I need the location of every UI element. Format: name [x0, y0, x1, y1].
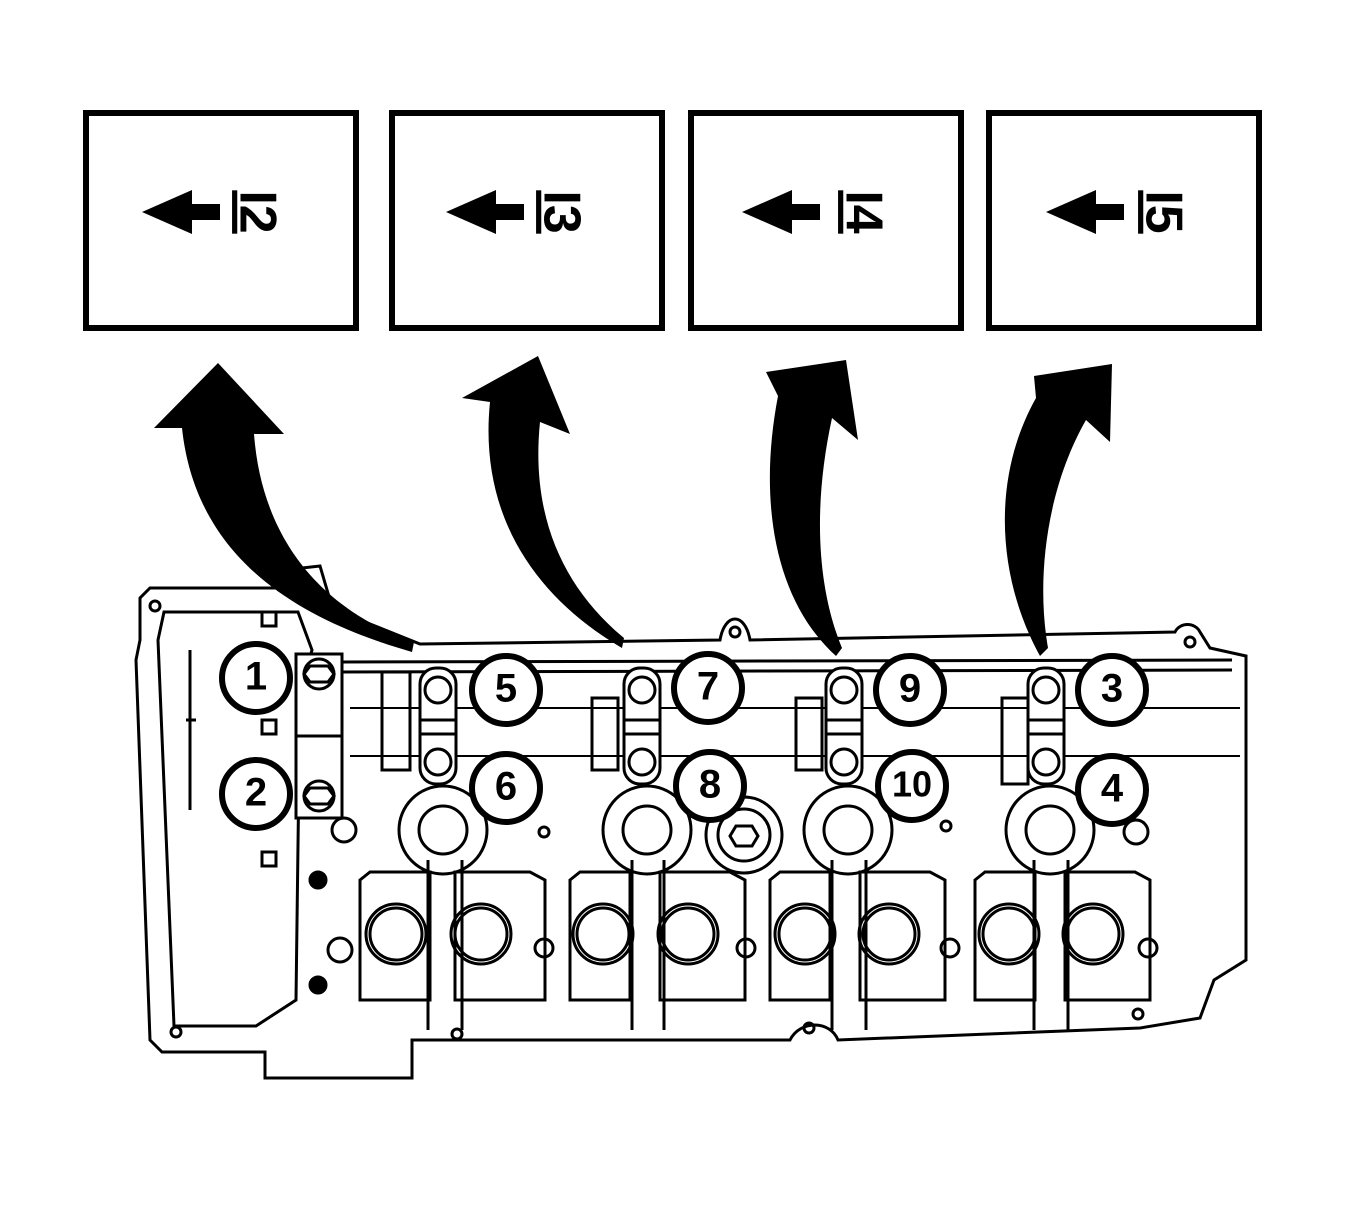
curved-up-arrow-icon — [1004, 364, 1112, 656]
curved-up-arrow-icon — [154, 363, 414, 652]
cap-label-i2: I2 — [228, 190, 286, 233]
cap-box-i5: I5 — [986, 110, 1262, 331]
svg-text:1: 1 — [245, 655, 267, 699]
bolt-callout-2: 2 — [219, 757, 293, 831]
svg-text:3: 3 — [1101, 667, 1123, 711]
bolt-callout-10: 10 — [875, 749, 949, 823]
cap-label-i4: I4 — [834, 190, 892, 233]
bearing-cap-front — [294, 652, 344, 820]
bolt-callout-1: 1 — [219, 641, 293, 715]
bolt-callout-5: 5 — [469, 653, 543, 727]
bolt-callout-3: 3 — [1075, 653, 1149, 727]
curved-up-arrow-icon — [462, 356, 624, 648]
cap-bolt — [829, 675, 859, 705]
bearing-cap-i2 — [418, 666, 458, 786]
cap-box-i2: I2 — [83, 110, 359, 331]
left-arrow-icon — [446, 190, 524, 234]
cap-label-i3: I3 — [532, 190, 590, 233]
cap-bolt — [1031, 747, 1061, 777]
svg-text:7: 7 — [697, 665, 719, 709]
cap-bolt — [627, 747, 657, 777]
cap-bolt — [829, 747, 859, 777]
cap-label-i5: I5 — [1134, 190, 1192, 233]
cap-bolt — [302, 779, 336, 813]
bearing-cap-i3 — [622, 666, 662, 786]
cap-bolt — [1031, 675, 1061, 705]
svg-text:5: 5 — [495, 667, 517, 711]
bolt-callout-7: 7 — [671, 651, 745, 725]
removal-arrows — [154, 356, 1112, 656]
left-arrow-icon — [142, 190, 220, 234]
bearing-cap-i5 — [1026, 666, 1066, 786]
cap-box-i3: I3 — [389, 110, 665, 331]
cylinder-head-drawing — [134, 564, 1248, 1080]
svg-text:2: 2 — [245, 771, 267, 815]
svg-text:6: 6 — [495, 765, 517, 809]
bearing-caps — [294, 652, 1066, 820]
left-arrow-icon — [742, 190, 820, 234]
cap-box-i4: I4 — [688, 110, 964, 331]
svg-text:9: 9 — [899, 667, 921, 711]
bearing-cap-i4 — [824, 666, 864, 786]
cap-bolt — [627, 675, 657, 705]
bolt-callout-4: 4 — [1075, 753, 1149, 827]
curved-up-arrow-icon — [766, 360, 858, 656]
svg-text:4: 4 — [1101, 767, 1124, 811]
head-inner-outline — [156, 610, 314, 1028]
bolt-callout-6: 6 — [469, 751, 543, 825]
left-arrow-icon — [1046, 190, 1124, 234]
cap-bolt — [423, 747, 453, 777]
head-outline — [134, 564, 1248, 1080]
bolt-callout-9: 9 — [873, 653, 947, 727]
svg-text:8: 8 — [699, 763, 721, 807]
cap-bolt — [302, 657, 336, 691]
bolt-callout-8: 8 — [673, 749, 747, 823]
bolt-callouts: 1 2 3 4 5 6 7 8 — [219, 641, 1149, 831]
cap-reference-boxes: I2 I3 I4 I5 — [83, 110, 1262, 331]
cap-bolt — [423, 675, 453, 705]
svg-text:10: 10 — [892, 764, 932, 805]
